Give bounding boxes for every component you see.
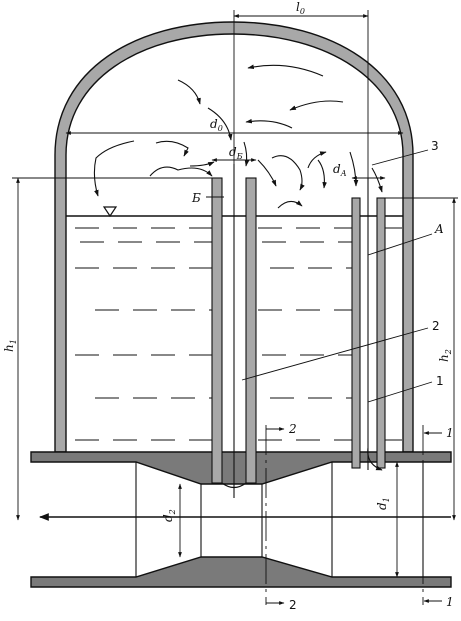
section-2-top: 2 [288,422,297,436]
label-h2: h2 [437,349,453,362]
gas-flow-arrows [93,64,383,209]
tube-a [351,178,386,471]
section-2-bottom: 2 [289,598,297,612]
label-point-b: Б [191,191,201,205]
label-point-a: A [434,222,444,236]
label-d2: d2 [161,509,177,522]
label-h1: h1 [2,339,18,352]
callout-2: 2 [432,319,440,333]
liquid-dash-lines [75,227,402,441]
label-d1: d1 [375,497,391,510]
label-da: dA [333,162,347,178]
label-db: dБ [229,145,243,161]
callout-3: 3 [431,139,439,153]
venturi-pipe [30,451,452,588]
callout-1: 1 [436,374,444,388]
liquid-region [66,206,403,441]
liquid-level-marker-icon [102,206,118,218]
dimension-labels: l0 d0 dБ dA d1 d2 h1 h2 Б A 3 2 1 2 2 1 … [2,0,454,612]
label-l0: l0 [296,0,305,16]
tube-b [211,164,257,498]
section-1-top: 1 [446,426,454,440]
section-1-bottom: 1 [446,595,454,609]
dimension-lines [12,10,458,605]
label-d0: d0 [210,117,223,133]
